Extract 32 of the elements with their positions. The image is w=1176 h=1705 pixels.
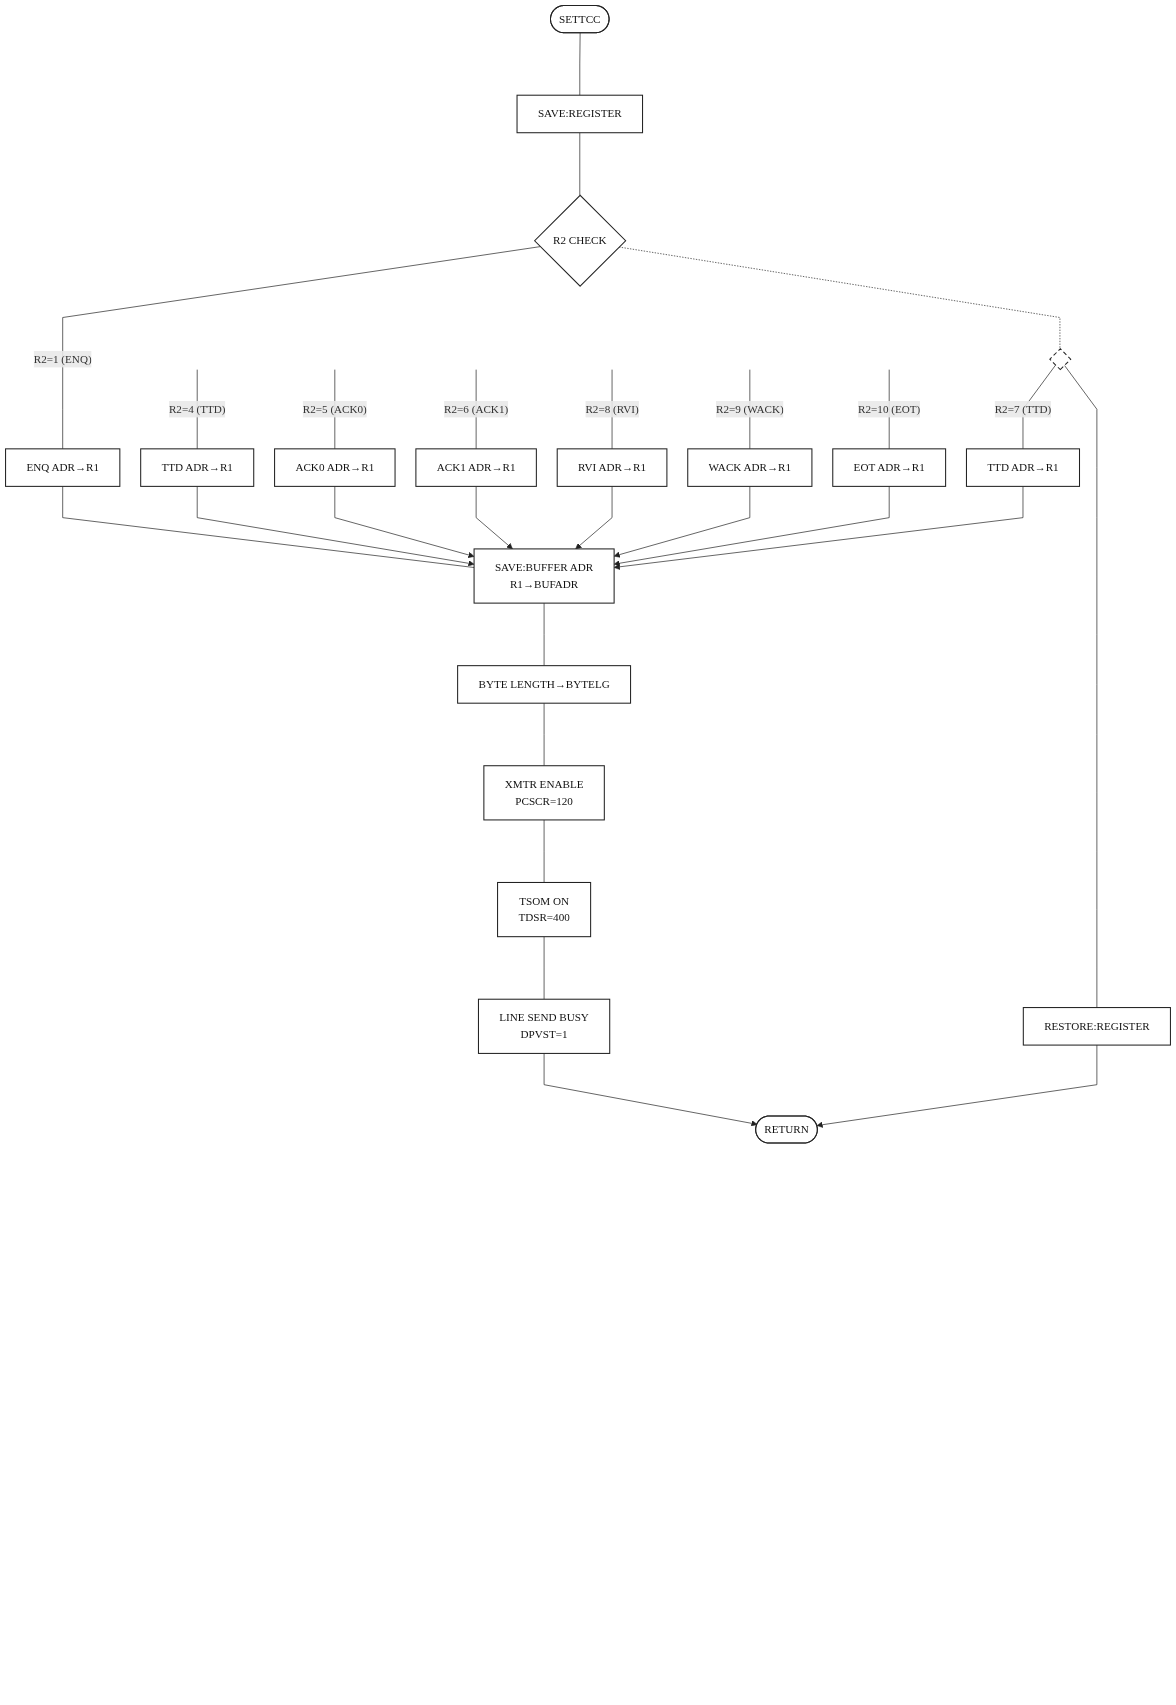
connector: [543, 702, 545, 767]
node-box: SAVE:REGISTER: [516, 94, 644, 134]
node-box: RESTORE:REGISTER: [1022, 1007, 1171, 1046]
node-diamond: [1049, 348, 1072, 371]
connector: [543, 936, 545, 1000]
edge-label: R2=9 (WACK): [715, 402, 784, 415]
connector: [579, 132, 581, 196]
node-box: BYTE LENGTH→BYTELG: [457, 665, 632, 704]
node-box: TTD ADR→R1: [140, 448, 255, 487]
connector: [543, 602, 545, 666]
edge-label: R2=6 (ACK1): [444, 402, 509, 415]
node-box: ACK1 ADR→R1: [415, 448, 537, 487]
node-box: EOT ADR→R1: [832, 448, 947, 487]
edge-label: R2=5 (ACK0): [302, 402, 367, 415]
edge-label: R2=7 (TTD): [994, 402, 1052, 415]
edge-label: R2=4 (TTD): [168, 402, 226, 415]
node-diamond: R2 CHECK: [533, 194, 627, 287]
node-box: XMTR ENABLE PCSCR=120: [483, 765, 605, 821]
node-box: RVI ADR→R1: [556, 448, 668, 487]
connector: [543, 819, 545, 883]
edge-label: R2=8 (RVI): [585, 402, 639, 415]
edge-label: R2=10 (EOT): [858, 402, 921, 415]
node-box: ACK0 ADR→R1: [274, 448, 396, 487]
node-box: ENQ ADR→R1: [5, 448, 121, 487]
connector: [1064, 364, 1098, 1008]
node-box: WACK ADR→R1: [687, 448, 813, 487]
connector: [579, 32, 581, 96]
node-box: LINE SEND BUSY DPVST=1: [477, 998, 611, 1054]
edge-label: R2=1 (ENQ): [33, 352, 92, 365]
node-box: SAVE:BUFFER ADR R1→BUFADR: [473, 548, 615, 604]
node-box: TTD ADR→R1: [965, 448, 1080, 487]
node-box: TSOM ON TDSR=400: [497, 881, 592, 938]
